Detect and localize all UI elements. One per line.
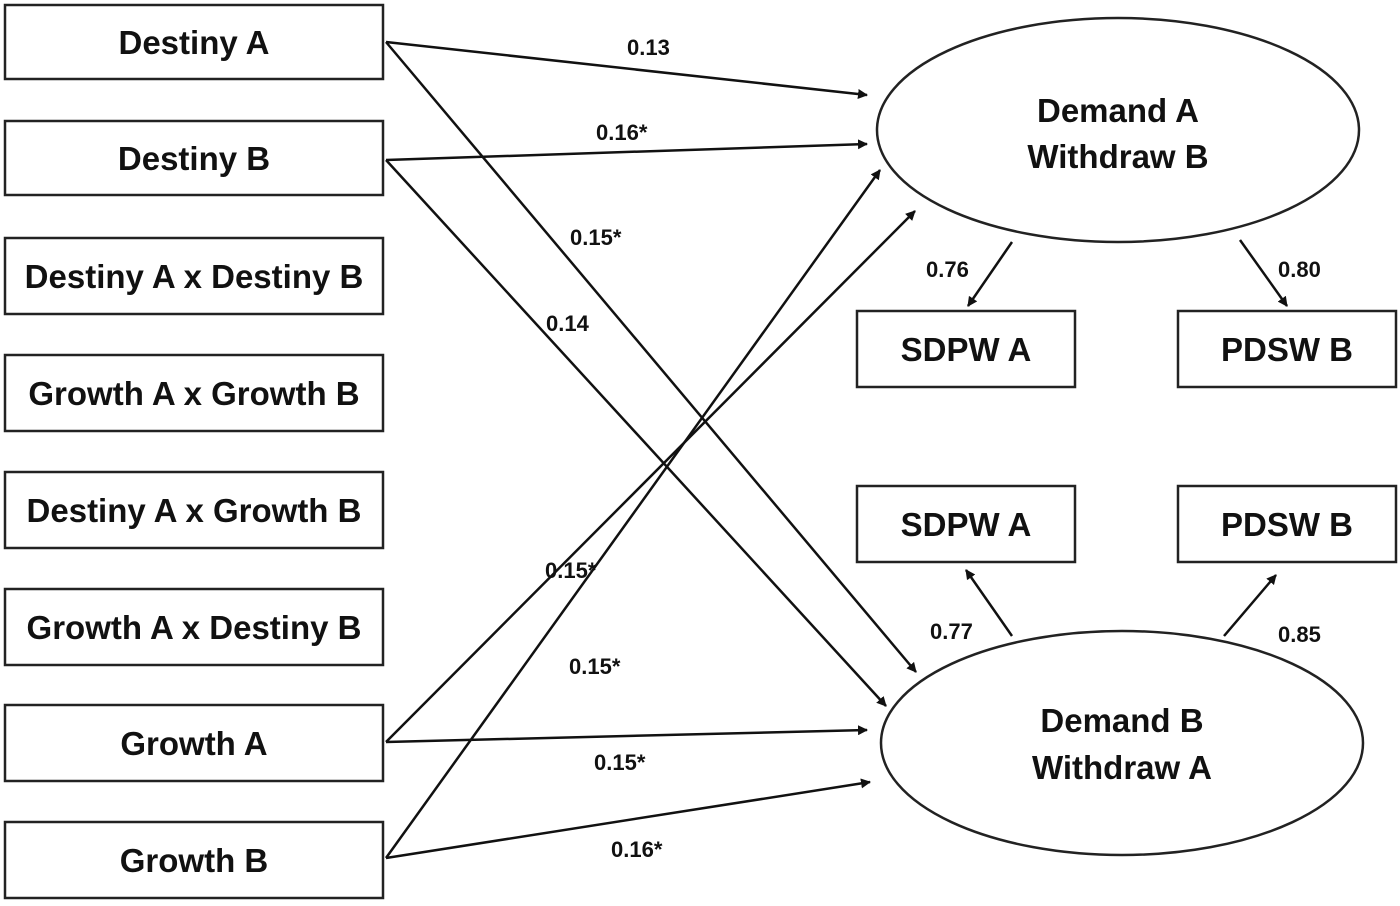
coef-growth-a-to-demand-b-withdraw-a: 0.15* [594,750,646,775]
path-demand-b-withdraw-a-to-pdsw-b [1223,574,1277,637]
predictor-label: Growth A x Destiny B [27,609,362,646]
path-demand-a-withdraw-b-to-sdpw-a [966,241,1014,307]
indicator-box-sdpw-a-bottom: SDPW A [855,484,1077,564]
predictor-label: Growth A [120,725,267,762]
predictor-label: Destiny B [118,140,270,177]
indicator-box-pdsw-b-top: PDSW B [1176,309,1398,389]
path-growth-a-to-demand-b-withdraw-a [385,725,868,744]
indicator-label: SDPW A [901,331,1032,368]
coef-destiny-b-to-demand-a-withdraw-b: 0.16* [596,120,648,145]
latent-label-line2: Withdraw B [1027,138,1208,175]
coef-destiny-b-to-demand-b-withdraw-a: 0.14 [546,311,590,336]
predictor-box-growth-a: Growth A [3,703,385,783]
predictor-box-growth-a-x-growth-b: Growth A x Growth B [3,353,385,433]
predictor-label: Destiny A x Destiny B [25,258,364,295]
coef-demand-b-withdraw-a-to-sdpw-a: 0.77 [930,619,973,644]
predictor-boxes: Destiny A Destiny B Destiny A x Destiny … [3,3,385,900]
predictor-box-growth-b: Growth B [3,820,385,900]
path-destiny-b-to-demand-a-withdraw-b [385,139,868,162]
path-growth-b-to-demand-a-withdraw-b [384,169,882,859]
path-destiny-a-to-demand-a-withdraw-b [385,40,868,99]
indicator-label: SDPW A [901,506,1032,543]
predictor-label: Destiny A x Growth B [27,492,362,529]
latent-label-line2: Withdraw A [1032,749,1212,786]
path-demand-a-withdraw-b-to-pdsw-b [1238,239,1289,307]
indicator-box-sdpw-a-top: SDPW A [855,309,1077,389]
path-destiny-a-to-demand-b-withdraw-a [385,41,917,673]
latent-label-line1: Demand B [1040,702,1203,739]
indicator-label: PDSW B [1221,506,1353,543]
predictor-box-destiny-a-x-destiny-b: Destiny A x Destiny B [3,236,385,316]
coef-growth-b-to-demand-a-withdraw-b: 0.15* [545,558,597,583]
coef-demand-a-withdraw-b-to-pdsw-b: 0.80 [1278,257,1321,282]
coef-destiny-a-to-demand-b-withdraw-a: 0.15* [570,225,622,250]
indicator-label: PDSW B [1221,331,1353,368]
path-growth-a-to-demand-a-withdraw-b [385,210,916,743]
path-demand-b-withdraw-a-to-sdpw-a [964,569,1014,637]
predictor-box-destiny-a-x-growth-b: Destiny A x Growth B [3,470,385,550]
coefficient-labels: 0.13 0.16* 0.15* 0.14 0.15* 0.15* 0.15* … [545,35,1321,862]
coef-demand-a-withdraw-b-to-sdpw-a: 0.76 [926,257,969,282]
latent-label-line1: Demand A [1037,92,1199,129]
predictor-label: Destiny A [119,24,270,61]
predictor-box-destiny-b: Destiny B [3,119,385,197]
path-destiny-b-to-demand-b-withdraw-a [385,159,887,707]
predictor-box-destiny-a: Destiny A [3,3,385,81]
coef-growth-b-to-demand-b-withdraw-a: 0.16* [611,837,663,862]
predictor-label: Growth A x Growth B [28,375,359,412]
coef-destiny-a-to-demand-a-withdraw-b: 0.13 [627,35,670,60]
coef-growth-a-to-demand-a-withdraw-b: 0.15* [569,654,621,679]
predictor-box-growth-a-x-destiny-b: Growth A x Destiny B [3,587,385,667]
predictor-label: Growth B [120,842,268,879]
indicator-box-pdsw-b-bottom: PDSW B [1176,484,1398,564]
path-growth-b-to-demand-b-withdraw-a [385,778,871,860]
paths [384,40,1289,860]
latent-demand-a-withdraw-b: Demand A Withdraw B [875,16,1361,244]
coef-demand-b-withdraw-a-to-pdsw-b: 0.85 [1278,622,1321,647]
latent-demand-b-withdraw-a: Demand B Withdraw A [879,629,1365,857]
